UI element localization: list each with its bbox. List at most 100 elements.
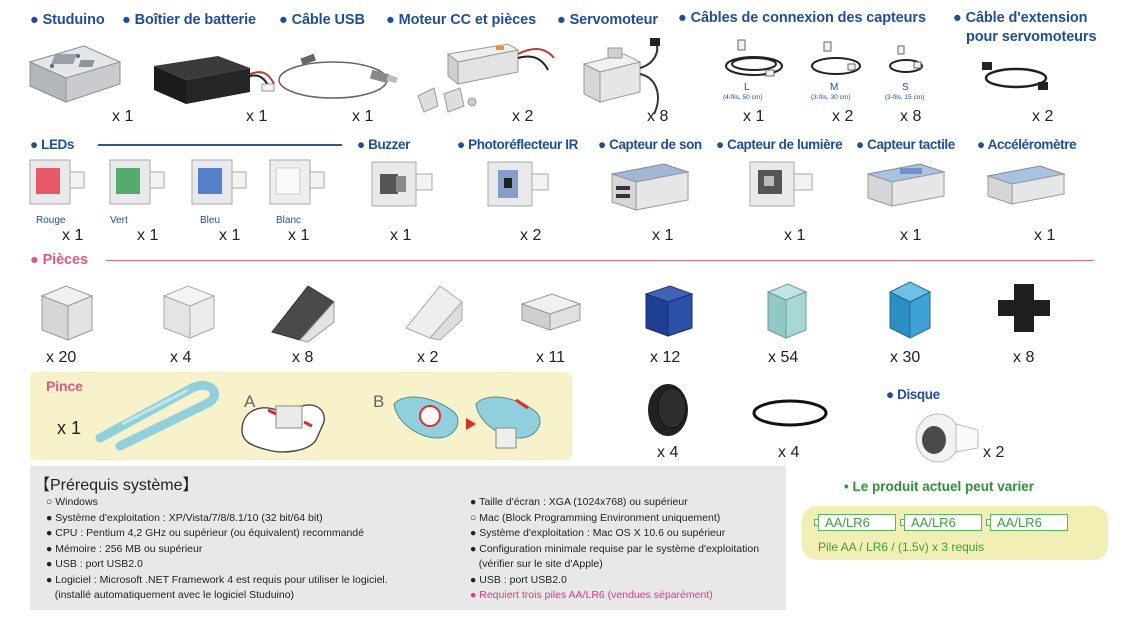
battery-box-image bbox=[154, 56, 275, 104]
req-left-3: ● CPU : Pentium 4,2 GHz ou supérieur (ou… bbox=[46, 527, 364, 539]
requirements-title: 【Prérequis système】 bbox=[34, 477, 199, 494]
ir-photoreflector-title: ● Photoréflecteur IR bbox=[457, 137, 578, 152]
sensor-cable-m-spec: (3-fils, 30 cm) bbox=[811, 94, 851, 101]
servomotor-qty: x 8 bbox=[647, 108, 669, 125]
studuino-title: ● Studuino bbox=[30, 12, 105, 28]
piece-cube-clear-image bbox=[162, 285, 216, 339]
light-sensor-qty: x 1 bbox=[784, 227, 806, 244]
studuino-qty: x 1 bbox=[112, 108, 134, 125]
servomotor-title: ● Servomoteur bbox=[557, 12, 658, 28]
dc-motor-title: ● Moteur CC et pièces bbox=[386, 12, 537, 28]
led-blue-image bbox=[191, 159, 247, 205]
led-white-label: Blanc bbox=[276, 215, 302, 226]
piece-qty-6: x 12 bbox=[650, 349, 681, 366]
sensor-cable-l-qty: x 1 bbox=[743, 108, 765, 125]
sensor-cable-s-qty: x 8 bbox=[900, 108, 922, 125]
pince-step-a-image bbox=[241, 404, 325, 453]
sensor-cable-s-spec: (3-fils, 15 cm) bbox=[885, 94, 925, 101]
battery-caption: Pile AA / LR6 / (1.5v) x 3 requis bbox=[818, 540, 985, 554]
sound-sensor-title: ● Capteur de son bbox=[598, 137, 702, 152]
sensor-cable-s-image bbox=[889, 45, 923, 73]
battery-box-qty: x 1 bbox=[246, 108, 268, 125]
requirements-panel bbox=[30, 466, 786, 610]
piece-qty-1: x 20 bbox=[46, 349, 77, 366]
piece-qty-8: x 30 bbox=[890, 349, 921, 366]
studuino-board-image bbox=[28, 45, 122, 103]
disque-image bbox=[915, 413, 979, 463]
led-red-label: Rouge bbox=[36, 215, 66, 226]
req-right-note: ● Requiert trois piles AA/LR6 (vendues s… bbox=[470, 589, 713, 601]
usb-cable-image bbox=[278, 53, 398, 99]
leds-divider bbox=[98, 144, 342, 146]
led-green-label: Vert bbox=[110, 215, 128, 226]
sound-sensor-image bbox=[610, 163, 690, 211]
ir-photoreflector-qty: x 2 bbox=[520, 227, 542, 244]
dc-motor-qty: x 2 bbox=[512, 108, 534, 125]
touch-sensor-qty: x 1 bbox=[900, 227, 922, 244]
sensor-cable-m-qty: x 2 bbox=[832, 108, 854, 125]
wheel-image bbox=[648, 384, 688, 436]
wheel-qty: x 4 bbox=[657, 444, 679, 461]
req-right-6: ● USB : port USB2.0 bbox=[470, 573, 567, 586]
buzzer-qty: x 1 bbox=[390, 227, 412, 244]
pieces-title: ● Pièces bbox=[30, 252, 88, 268]
led-white-image bbox=[269, 159, 325, 205]
req-right-2: ○ Mac (Block Programming Environment uni… bbox=[470, 511, 721, 524]
sensor-cable-l-image bbox=[725, 39, 783, 77]
band-qty: x 4 bbox=[778, 444, 800, 461]
led-blue-label: Bleu bbox=[200, 215, 221, 226]
light-sensor-image bbox=[749, 161, 813, 207]
led-blue-qty: x 1 bbox=[219, 227, 241, 244]
led-white-qty: x 1 bbox=[288, 227, 310, 244]
piece-cyan-light-image bbox=[766, 283, 808, 339]
sensor-cable-l-spec: (4-fils, 50 cm) bbox=[723, 94, 763, 101]
req-left-4: ● Mémoire : 256 MB ou supérieur bbox=[46, 542, 203, 555]
battery-box-title: ● Boîtier de batterie bbox=[122, 12, 256, 28]
piece-cube-large-image bbox=[40, 285, 94, 341]
servomotor-image bbox=[582, 38, 660, 115]
piece-cyan-blue-image bbox=[888, 281, 932, 339]
piece-qty-9: x 8 bbox=[1013, 349, 1035, 366]
accelerometer-title: ● Accéléromètre bbox=[977, 137, 1077, 152]
req-left-6: ● Logiciel : Microsoft .NET Framework 4 … bbox=[46, 573, 388, 586]
piece-plate-image bbox=[520, 293, 582, 331]
usb-cable-qty: x 1 bbox=[352, 108, 374, 125]
usb-cable-title: ● Câble USB bbox=[279, 12, 365, 28]
piece-black-cross-image bbox=[998, 284, 1050, 332]
pince-tool-image bbox=[95, 380, 219, 451]
sensor-cables-title: ● Câbles de connexion des capteurs bbox=[678, 10, 926, 26]
req-right-4: ● Configuration minimale requise par le … bbox=[470, 542, 760, 555]
piece-qty-7: x 54 bbox=[768, 349, 799, 366]
ir-photoreflector-image bbox=[487, 161, 549, 207]
battery-3: AA/LR6 bbox=[986, 514, 1068, 531]
led-red-qty: x 1 bbox=[62, 227, 84, 244]
req-left-1: ○ Windows bbox=[46, 496, 98, 508]
pince-title: Pince bbox=[46, 378, 83, 394]
pieces-divider bbox=[106, 260, 1094, 261]
servo-extension-qty: x 2 bbox=[1032, 108, 1054, 125]
touch-sensor-image bbox=[866, 163, 946, 207]
accelerometer-qty: x 1 bbox=[1034, 227, 1056, 244]
product-note: • Le produit actuel peut varier bbox=[844, 479, 1035, 494]
battery-2: AA/LR6 bbox=[900, 514, 982, 531]
piece-blue-dark-image bbox=[644, 285, 694, 337]
requirements-left-list: ○ Windows ● Système d'exploitation : XP/… bbox=[46, 495, 388, 604]
leds-title: ● LEDs bbox=[30, 137, 75, 152]
piece-wedge-clear-image bbox=[405, 285, 463, 341]
pince-step-b-label: B bbox=[373, 392, 385, 411]
servo-extension-title-2: pour servomoteurs bbox=[966, 29, 1097, 45]
light-sensor-title: ● Capteur de lumière bbox=[716, 137, 843, 152]
sensor-cable-m-size: M bbox=[830, 82, 839, 93]
rubber-band-image bbox=[752, 399, 828, 427]
sensor-cable-l-size: L bbox=[744, 82, 750, 93]
req-left-5: ● USB : port USB2.0 bbox=[46, 558, 143, 570]
pince-qty: x 1 bbox=[57, 418, 82, 438]
servo-extension-cable-image bbox=[982, 62, 1048, 90]
requirements-right-list: ● Taille d'écran : XGA (1024x768) ou sup… bbox=[470, 495, 759, 604]
piece-qty-4: x 2 bbox=[417, 349, 439, 366]
sensor-cable-m-image bbox=[811, 41, 861, 75]
led-green-image bbox=[109, 159, 165, 205]
req-right-1: ● Taille d'écran : XGA (1024x768) ou sup… bbox=[470, 496, 688, 508]
req-right-3: ● Système d'exploitation : Mac OS X 10.6… bbox=[470, 527, 726, 539]
